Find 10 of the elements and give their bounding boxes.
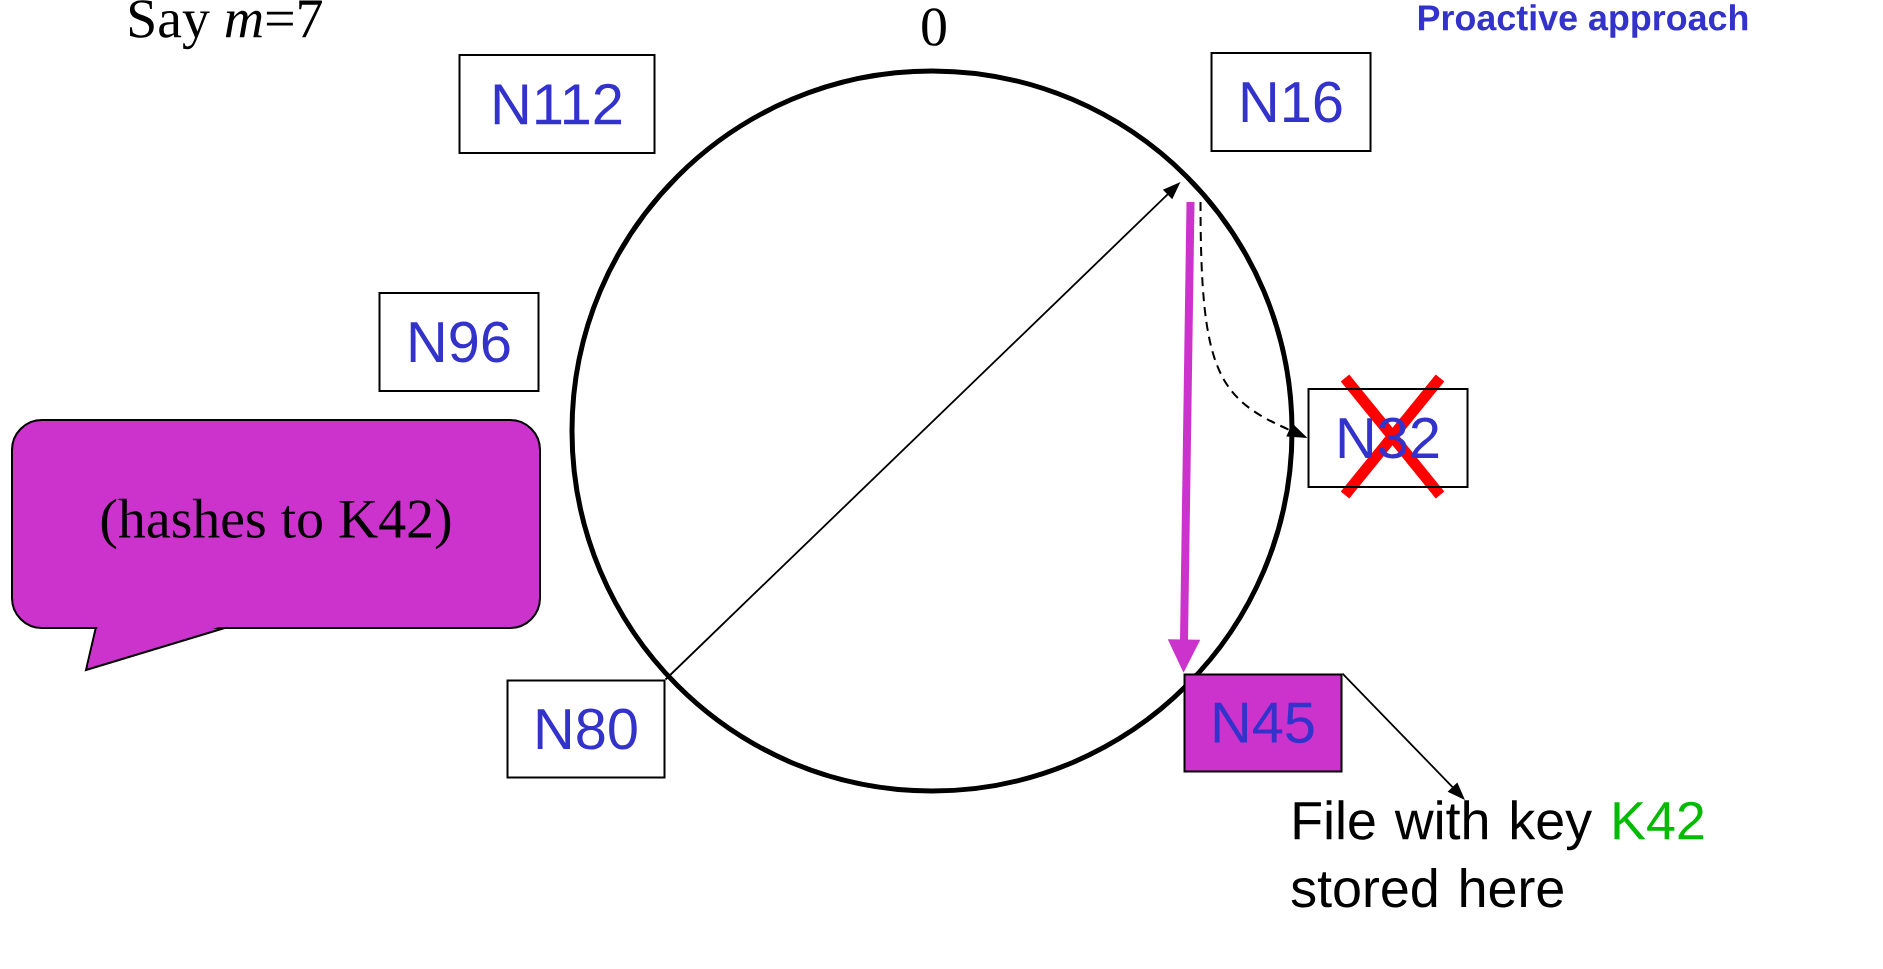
title: Proactive approach — [1419, 4, 1748, 38]
node-box: N45 — [1183, 673, 1343, 773]
node-box: N112 — [458, 54, 656, 154]
label-text: 0 — [922, 8, 946, 46]
caption-text: File with key K42 stored here — [1291, 800, 1704, 908]
label-text: Say m=7 — [129, 0, 322, 50]
node-box: N80 — [506, 679, 666, 779]
node-box: N16 — [1210, 52, 1372, 152]
node-box: N96 — [378, 292, 540, 392]
speech-bubble: (hashes to K42) — [11, 419, 541, 672]
